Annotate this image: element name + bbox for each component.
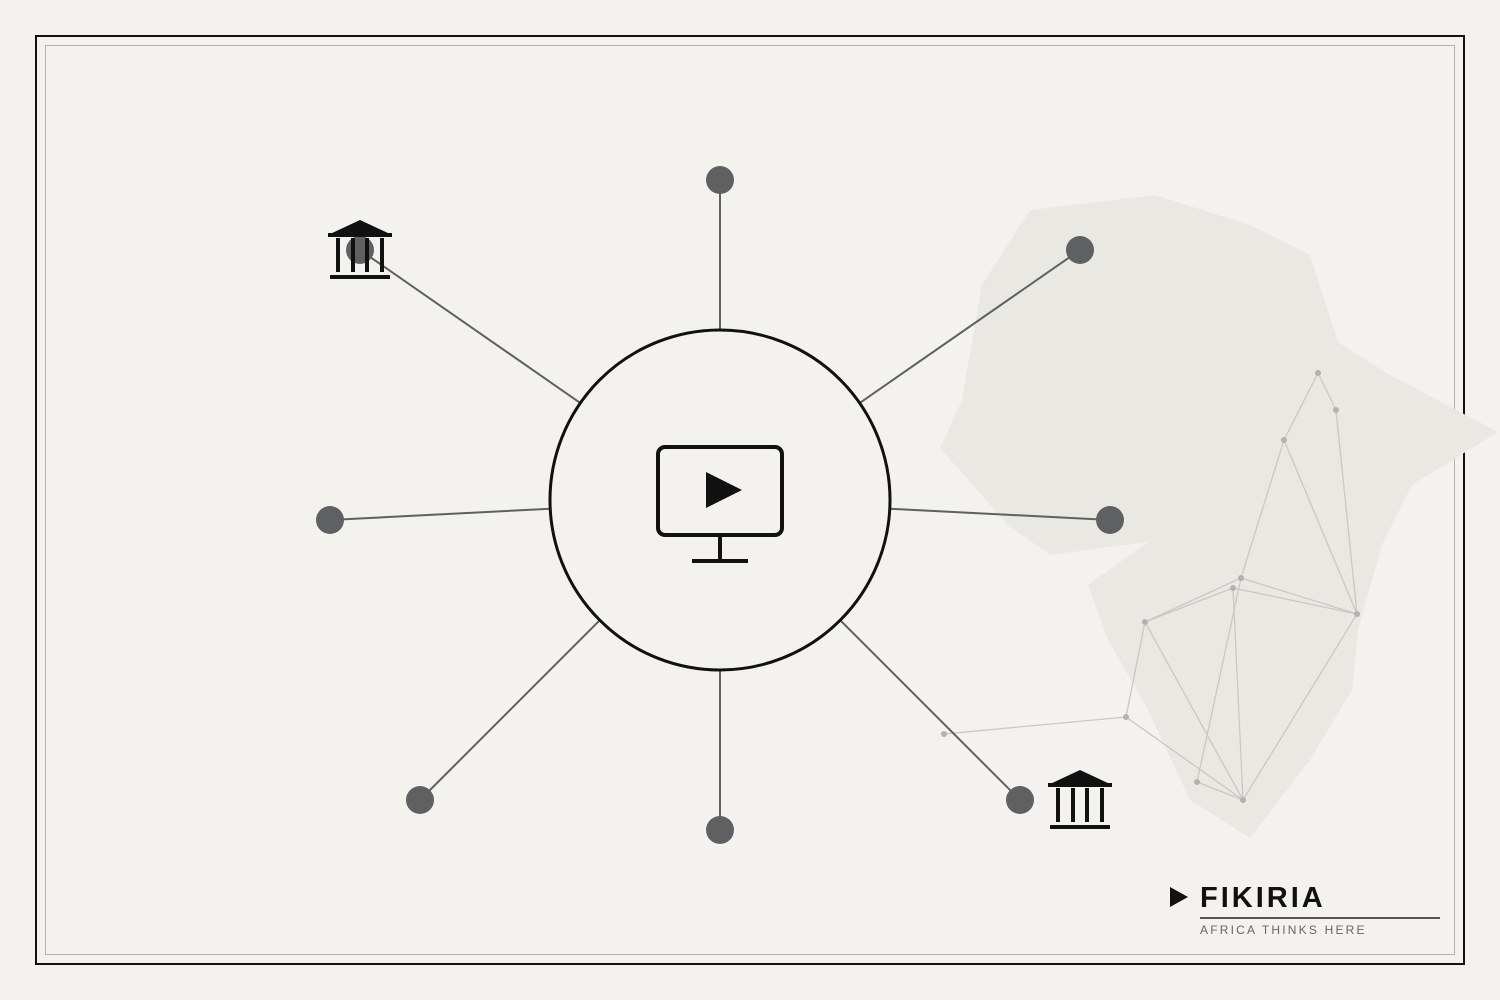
spoke-line-top-left xyxy=(359,249,581,404)
map-network-edge xyxy=(1232,587,1358,615)
institution-icon xyxy=(328,220,392,279)
map-network-edge xyxy=(1240,439,1285,579)
map-network-edge xyxy=(1317,372,1337,411)
map-network-edge xyxy=(1242,613,1358,801)
spoke-line-left xyxy=(329,507,551,521)
brand-logo: FIKIRIA AFRICA THINKS HERE xyxy=(1168,880,1440,940)
brand-name: FIKIRIA xyxy=(1200,882,1326,914)
map-network-edge xyxy=(943,716,1127,735)
map-network xyxy=(941,370,1360,803)
map-network-node xyxy=(1315,370,1321,376)
map-network-edge xyxy=(1144,587,1234,623)
map-network-node xyxy=(1123,714,1129,720)
map-network-edge xyxy=(1196,781,1244,801)
map-network-edge xyxy=(1125,621,1146,718)
spoke-line-bottom-right xyxy=(839,619,1021,801)
spoke-node-bottom-left xyxy=(406,786,434,814)
map-network-node xyxy=(1281,437,1287,443)
map-network-node xyxy=(941,731,947,737)
institution-icon xyxy=(1048,770,1112,829)
map-network-node xyxy=(1240,797,1246,803)
spoke-node-top-left xyxy=(346,236,374,264)
spoke-node-left xyxy=(316,506,344,534)
map-network-node xyxy=(1354,611,1360,617)
monitor-play-icon xyxy=(656,445,784,563)
map-network-edge xyxy=(1144,621,1244,801)
inner-frame xyxy=(45,45,1455,955)
spoke-node-top xyxy=(706,166,734,194)
map-network-edge xyxy=(1125,716,1244,801)
map-network-node xyxy=(1333,407,1339,413)
map-network-node xyxy=(1194,779,1200,785)
spoke-node-right xyxy=(1096,506,1124,534)
map-network-node xyxy=(1142,619,1148,625)
spoke-line-top-right xyxy=(859,249,1081,404)
brand-tagline: AFRICA THINKS HERE xyxy=(1200,923,1367,937)
map-network-edge xyxy=(1283,439,1358,615)
outer-frame xyxy=(35,35,1465,965)
map-network-edge xyxy=(1283,372,1319,441)
spoke-line-right xyxy=(889,507,1111,521)
play-icon xyxy=(1170,887,1188,907)
map-network-edge xyxy=(1196,577,1242,783)
map-network-edge xyxy=(1335,409,1358,615)
spoke-node-bottom xyxy=(706,816,734,844)
spoke-node-bottom-right xyxy=(1006,786,1034,814)
spoke-node-top-right xyxy=(1066,236,1094,264)
map-network-node xyxy=(1230,585,1236,591)
map-network-edge xyxy=(1144,577,1242,623)
brand-divider xyxy=(1200,917,1440,919)
map-network-edge xyxy=(1240,577,1358,615)
spoke-line-bottom-left xyxy=(419,619,601,801)
map-network-edge xyxy=(1232,587,1244,801)
africa-map-silhouette xyxy=(940,195,1498,838)
map-network-node xyxy=(1238,575,1244,581)
